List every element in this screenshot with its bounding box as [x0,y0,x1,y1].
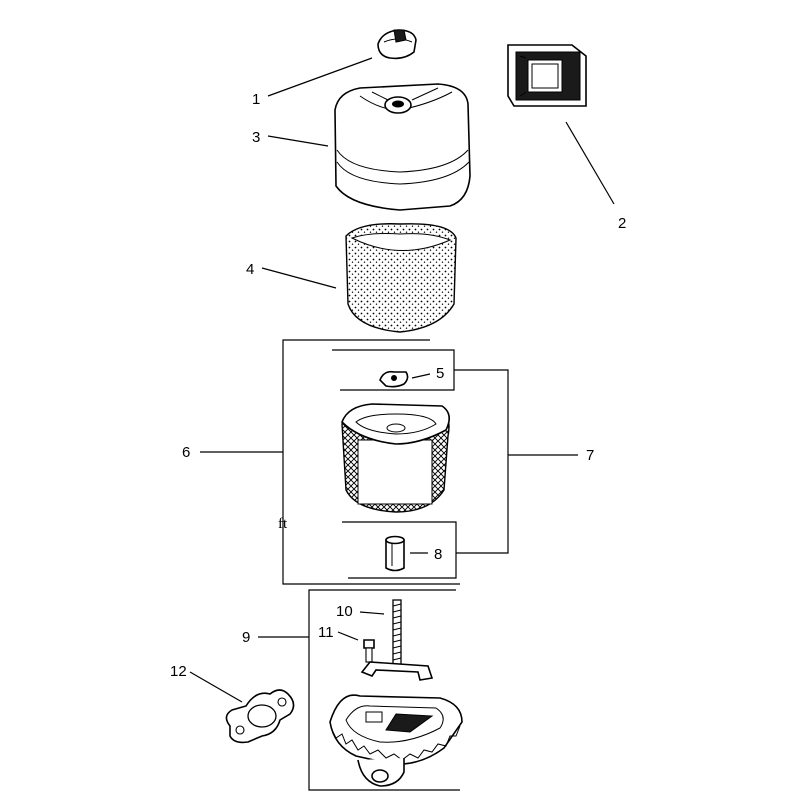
group-7-bracket [332,349,509,579]
part-4-foam-element [345,223,457,333]
part-9-base [329,694,463,787]
leader-lines [189,57,615,703]
stray-text: ft [278,516,288,532]
part-bracket [360,661,434,681]
callout-8: 8 [434,546,442,563]
part-8-spacer [385,535,405,572]
callout-9: 9 [242,629,250,646]
callout-labels: 1 2 3 4 5 6 7 8 9 10 11 12 ft [170,91,626,680]
group-9-bracket [308,589,460,791]
part-12-gasket [225,689,295,744]
callout-3: 3 [252,129,260,146]
part-5-wing-nut [379,370,409,388]
part-11-screw [363,639,375,663]
part-2-screen [507,44,587,107]
callout-11: 11 [318,624,334,641]
part-10-stud [392,599,402,669]
callout-12: 12 [170,663,187,680]
callout-2: 2 [618,215,626,232]
callout-6: 6 [182,444,190,461]
callout-10: 10 [336,603,353,620]
callout-5: 5 [436,365,444,382]
callout-7: 7 [586,447,594,464]
part-3-cover [334,83,471,211]
callout-4: 4 [246,261,254,278]
part-1-knob [377,29,417,60]
group-6-bracket [282,339,460,585]
part-paper-element [341,403,450,513]
callout-1: 1 [252,91,260,108]
